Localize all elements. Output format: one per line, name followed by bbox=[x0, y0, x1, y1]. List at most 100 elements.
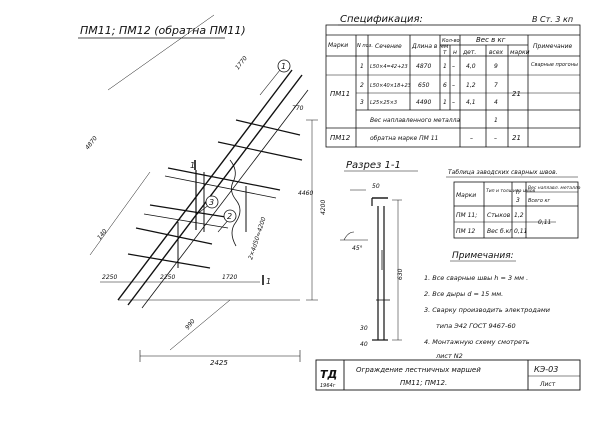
dim-770: 770 bbox=[292, 105, 304, 112]
spec-r2-pos: 2 bbox=[360, 82, 364, 89]
spec-r3-qty-t: 1 bbox=[443, 99, 447, 106]
pos-3-label: 3 bbox=[209, 198, 214, 207]
weld-r1-type: Стыков bbox=[487, 212, 511, 219]
cut-label: 1 bbox=[190, 161, 195, 170]
spec-h-w-mark: марки bbox=[510, 49, 530, 56]
notes-title: Примечания: bbox=[452, 251, 514, 261]
weld-h-3: 3 bbox=[516, 197, 520, 204]
spec-r2-qty-t: 6 bbox=[443, 82, 447, 89]
dim-4460: 4460 bbox=[298, 190, 313, 197]
spec-h-qty: Кол-во bbox=[442, 38, 460, 44]
spec-r3-pos: 3 bbox=[360, 99, 364, 106]
weld-h-weight: Вес наплавл. металла bbox=[528, 185, 581, 191]
weld-r2-type: Вес б.кг bbox=[487, 228, 513, 235]
spec-r1-qty-t: 1 bbox=[443, 63, 447, 70]
weld-r1-marka: ПМ 11; bbox=[456, 212, 477, 219]
dim-4200: 4200 bbox=[320, 200, 327, 215]
spec-h-qty-n: н bbox=[453, 49, 457, 56]
weld-table-title: Таблица заводских сварных швов. bbox=[448, 169, 558, 176]
spec-pm12-total: 21 bbox=[512, 134, 521, 142]
spec-group-total: 21 bbox=[512, 90, 521, 98]
spec-r1-length: 4870 bbox=[416, 63, 431, 70]
stamp-desc-2: ПМ11; ПМ12. bbox=[400, 379, 447, 387]
stamp-year: 1964г bbox=[320, 383, 336, 389]
spec-weld-row: Вес наплавленного металла bbox=[370, 117, 460, 124]
bolt-note: 2×4d50=4200 bbox=[247, 216, 267, 261]
spec-h-marka: Марки bbox=[328, 42, 348, 49]
spec-pm12-desc: обратна марке ПМ 11 bbox=[370, 135, 438, 142]
weld-h-total: Всего кг bbox=[528, 198, 551, 204]
stamp-desc-1: Ограждение лестничных маршей bbox=[356, 366, 481, 374]
note-4: 4. Монтажную схему смотреть bbox=[424, 338, 530, 346]
title-stamp bbox=[315, 359, 581, 391]
weld-r2-marka: ПМ 12 bbox=[456, 228, 475, 235]
section-dim-40: 40 bbox=[360, 341, 368, 348]
section-title: Разрез 1-1 bbox=[346, 160, 401, 171]
spec-pm12-dash2: – bbox=[494, 135, 497, 142]
spec-r3-length: 4490 bbox=[416, 99, 431, 106]
note-4b: лист N2 bbox=[435, 352, 463, 360]
position-markers bbox=[205, 59, 291, 223]
note-3b: типа Э42 ГОСТ 9467-60 bbox=[436, 322, 516, 330]
spec-r1-section: L50×4=42+23 bbox=[370, 64, 408, 70]
spec-group-mark: ПМ11 bbox=[330, 90, 350, 98]
spec-r2-qty-n: – bbox=[452, 82, 455, 89]
spec-r1-w-det: 4,0 bbox=[466, 63, 476, 70]
spec-r1-pos: 1 bbox=[360, 63, 364, 70]
spec-h-section: Сечение bbox=[375, 43, 402, 50]
spec-h-length: Длина в мм bbox=[411, 43, 449, 50]
stamp-logo: ТД bbox=[320, 368, 337, 381]
section-angle: 45° bbox=[352, 245, 363, 252]
pos-2-label: 2 bbox=[227, 212, 232, 221]
spec-r3-w-all: 4 bbox=[494, 99, 498, 106]
weld-h-type: Тип и толщина швов bbox=[486, 188, 535, 194]
weld-r2-h: 0,11 bbox=[514, 228, 527, 235]
dim-2425: 2425 bbox=[210, 359, 228, 367]
spec-h-w-det: дет. bbox=[462, 49, 476, 56]
section-dim-630: 630 bbox=[397, 268, 404, 280]
weld-h-marka: Марки bbox=[456, 192, 476, 199]
spec-r3-w-det: 4,1 bbox=[466, 99, 476, 106]
weld-h-h: h bbox=[516, 189, 520, 196]
specification-table bbox=[325, 24, 581, 148]
spec-r3-section: L25×25×3 bbox=[370, 100, 397, 106]
spec-pm12-mark: ПМ12 bbox=[330, 134, 351, 142]
spec-h-weight: Вес в кг bbox=[476, 36, 506, 44]
spec-r2-w-det: 1,2 bbox=[466, 82, 476, 89]
railing-elevation bbox=[89, 14, 318, 362]
pos-1-label: 1 bbox=[281, 62, 286, 71]
spec-h-note: Примечание bbox=[533, 43, 572, 50]
section-dim-30: 30 bbox=[360, 325, 368, 332]
note-2: 2. Все дыры d = 15 мм. bbox=[424, 290, 503, 298]
spec-h-w-all: всех bbox=[489, 49, 504, 56]
weld-r1-total: 0,11 bbox=[538, 219, 551, 226]
note-1: 1. Все сварные швы h = 3 мм . bbox=[424, 274, 528, 282]
spec-r1-note: Сварные прогоны bbox=[531, 62, 578, 68]
spec-r2-section: L50×40×18+23 bbox=[370, 83, 411, 89]
dim-4870: 4870 bbox=[84, 135, 99, 151]
dim-140: 140 bbox=[96, 228, 109, 241]
spec-weld-value: 1 bbox=[494, 117, 498, 124]
section-1-1-drawing bbox=[340, 189, 402, 341]
weld-table bbox=[453, 181, 579, 239]
spec-r1-qty-n: – bbox=[452, 63, 455, 70]
stamp-sheet: Лист bbox=[539, 381, 556, 388]
spec-r2-length: 650 bbox=[418, 82, 430, 89]
spec-h-pos: N поз. bbox=[357, 43, 373, 49]
section-dim-50: 50 bbox=[372, 183, 380, 190]
dim-2250-a: 2250 bbox=[102, 274, 117, 281]
weld-r1-h: 1,2 bbox=[514, 212, 524, 219]
spec-h-qty-t: т bbox=[443, 49, 447, 56]
spec-title: Спецификация: bbox=[340, 14, 423, 25]
stamp-code: КЭ-03 bbox=[534, 365, 558, 374]
dim-1720: 1720 bbox=[222, 274, 237, 281]
spec-r1-w-all: 9 bbox=[494, 63, 498, 70]
spec-steel: В Ст. 3 кп bbox=[532, 15, 573, 24]
spec-r2-w-all: 7 bbox=[494, 82, 498, 89]
cut-label-2: 1 bbox=[266, 277, 271, 286]
dim-1770: 1770 bbox=[234, 55, 249, 71]
note-3: 3. Сварку производить электродами bbox=[424, 306, 550, 314]
dim-2250-b: 2250 bbox=[160, 274, 175, 281]
